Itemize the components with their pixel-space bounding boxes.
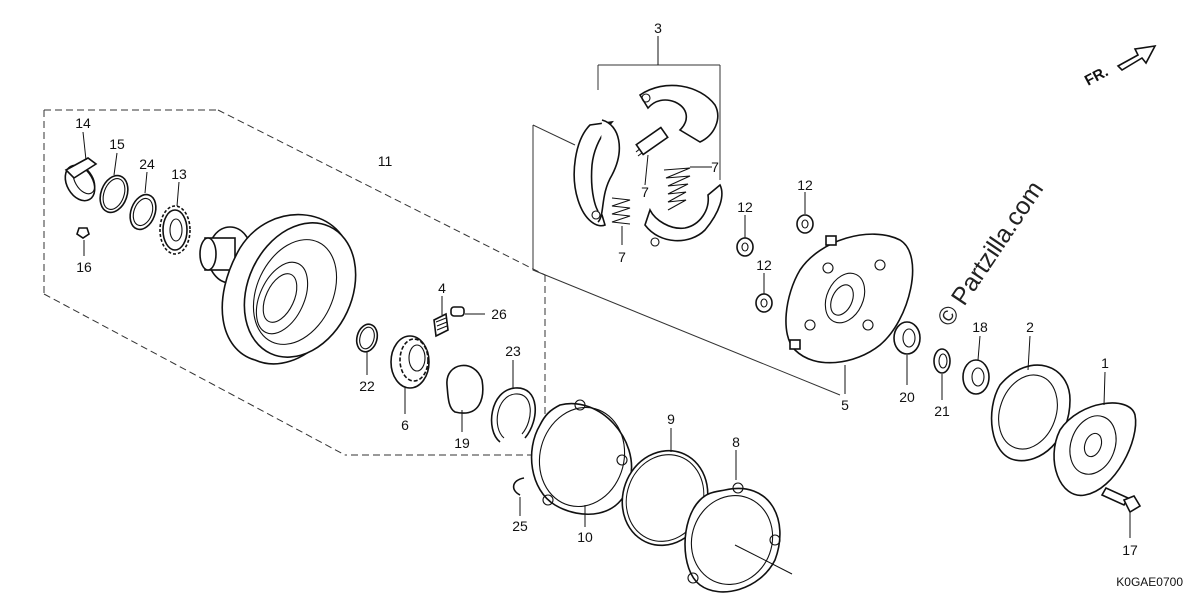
callout-22: 22: [359, 378, 375, 394]
part-12-roller-c[interactable]: [755, 293, 773, 313]
callout-5: 5: [841, 397, 849, 413]
diagram-code: K0GAE0700: [1116, 575, 1183, 589]
part-9-o-ring[interactable]: [609, 439, 721, 558]
part-8-gasket[interactable]: [679, 482, 785, 596]
part-24-ring[interactable]: [126, 191, 161, 233]
callout-6: 6: [401, 417, 409, 433]
callout-18: 18: [972, 319, 988, 335]
drive-plate-group-frame: [532, 64, 841, 396]
callout-26: 26: [491, 306, 507, 322]
callout-15: 15: [109, 136, 125, 152]
direction-label: FR.: [1082, 63, 1111, 89]
callout-10: 10: [577, 529, 593, 545]
leader-lines: [82, 36, 1131, 575]
callout-17: 17: [1122, 542, 1138, 558]
callout-12-b: 12: [737, 199, 753, 215]
front-direction-indicator: FR.: [1082, 44, 1157, 90]
part-13-gear[interactable]: [159, 205, 191, 255]
part-12-roller-b[interactable]: [736, 237, 754, 257]
callout-2: 2: [1026, 319, 1034, 335]
callout-7-c: 7: [618, 249, 626, 265]
part-23-circlip[interactable]: [490, 387, 536, 443]
part-21-washer[interactable]: [933, 348, 951, 374]
callout-23: 23: [505, 343, 521, 359]
part-17-bolt[interactable]: [1100, 486, 1142, 514]
part-7-spring-b[interactable]: [663, 167, 691, 211]
part-19-side-plate[interactable]: [446, 364, 484, 414]
part-3-clutch-shoes[interactable]: [573, 84, 723, 247]
part-7-spring-c[interactable]: [611, 197, 631, 225]
callout-4: 4: [438, 280, 446, 296]
watermark: © Partzilla.com: [932, 176, 1049, 331]
callout-7-a: 7: [711, 159, 719, 175]
callout-21: 21: [934, 403, 950, 419]
callout-13: 13: [171, 166, 187, 182]
part-6-one-way-clutch[interactable]: [390, 335, 430, 389]
callout-9: 9: [667, 411, 675, 427]
part-5-drive-plate[interactable]: [785, 233, 914, 364]
callout-11: 11: [378, 153, 393, 169]
part-7-spring-a[interactable]: [635, 126, 669, 157]
callout-1: 1: [1101, 355, 1109, 371]
part-22-ring[interactable]: [354, 322, 381, 354]
callout-7-b: 7: [641, 184, 649, 200]
callout-labels: 14 15 24 13 16 11 3 7 7 7 12 12 12 5 4 2…: [75, 20, 1138, 558]
part-14-cap[interactable]: [59, 157, 101, 206]
part-4-spring[interactable]: [433, 312, 449, 338]
callout-24: 24: [139, 156, 155, 172]
callout-8: 8: [732, 434, 740, 450]
callout-16: 16: [76, 259, 92, 275]
part-12-roller-a[interactable]: [796, 214, 814, 234]
part-10-gasket[interactable]: [528, 398, 635, 516]
callout-14: 14: [75, 115, 91, 131]
part-15-o-ring[interactable]: [95, 172, 132, 217]
callout-12-a: 12: [797, 177, 813, 193]
callout-3: 3: [654, 20, 662, 36]
callout-19: 19: [454, 435, 470, 451]
part-20-lock-nut[interactable]: [893, 321, 921, 355]
part-1-cover[interactable]: [1053, 402, 1137, 497]
part-18-nut[interactable]: [962, 359, 990, 395]
part-16-bolt[interactable]: [76, 227, 90, 239]
part-26-roller[interactable]: [450, 306, 465, 317]
callout-20: 20: [899, 389, 915, 405]
part-11-clutch-outer[interactable]: [199, 205, 377, 376]
part-25-e-clip[interactable]: [512, 477, 525, 496]
callout-25: 25: [512, 518, 528, 534]
callout-12-c: 12: [756, 257, 772, 273]
